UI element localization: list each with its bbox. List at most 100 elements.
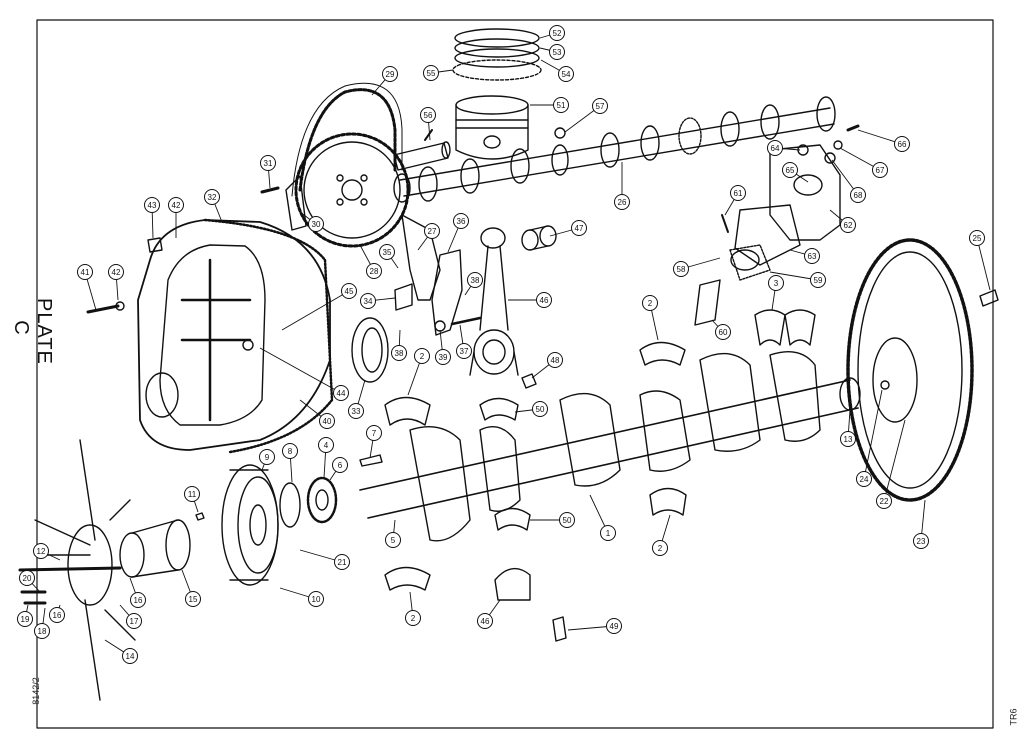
callout-16: 16 bbox=[130, 592, 146, 608]
oil-thrower bbox=[279, 482, 301, 528]
callout-37: 37 bbox=[456, 343, 472, 359]
callout-67: 67 bbox=[872, 162, 888, 178]
callout-bubble bbox=[673, 261, 689, 277]
tensioner-body bbox=[431, 249, 463, 336]
callout-number: 17 bbox=[130, 617, 139, 626]
callout-bubble bbox=[549, 44, 565, 60]
callout-38: 38 bbox=[391, 345, 407, 361]
callout-number: 30 bbox=[312, 220, 321, 229]
callout-bubble bbox=[549, 25, 565, 41]
callout-bubble bbox=[122, 648, 138, 664]
callout-bubble bbox=[420, 107, 436, 123]
camshaft bbox=[393, 96, 836, 203]
callout-65: 65 bbox=[782, 162, 798, 178]
callout-32: 32 bbox=[204, 189, 220, 205]
callout-bubble bbox=[348, 403, 364, 419]
callout-12: 12 bbox=[33, 543, 49, 559]
callout-bubble bbox=[600, 525, 616, 541]
callout-bubble bbox=[894, 136, 910, 152]
callout-bubble bbox=[385, 532, 401, 548]
callout-number: 40 bbox=[323, 417, 332, 426]
callout-38: 38 bbox=[467, 272, 483, 288]
callout-number: 59 bbox=[814, 276, 823, 285]
callout-60: 60 bbox=[715, 324, 731, 340]
callout-number: 19 bbox=[21, 615, 30, 624]
callout-number: 5 bbox=[391, 536, 396, 545]
callout-number: 9 bbox=[265, 453, 270, 462]
callout-number: 18 bbox=[38, 627, 47, 636]
bolt-37 bbox=[450, 316, 482, 326]
callout-50: 50 bbox=[559, 512, 575, 528]
callout-number: 62 bbox=[844, 221, 853, 230]
callout-1: 1 bbox=[600, 525, 616, 541]
callout-bubble bbox=[282, 443, 298, 459]
callout-bubble bbox=[126, 613, 142, 629]
callout-bubble bbox=[872, 162, 888, 178]
callout-20: 20 bbox=[19, 570, 35, 586]
callout-number: 65 bbox=[786, 166, 795, 175]
callout-bubble bbox=[379, 244, 395, 260]
callout-bubble bbox=[33, 543, 49, 559]
callout-bubble bbox=[424, 223, 440, 239]
callout-bubble bbox=[456, 343, 472, 359]
callout-number: 16 bbox=[53, 611, 62, 620]
circlip bbox=[554, 127, 566, 139]
camshaft-sprocket bbox=[294, 132, 410, 248]
leader-line-45 bbox=[281, 290, 350, 331]
callout-number: 32 bbox=[208, 193, 217, 202]
callout-number: 41 bbox=[81, 268, 90, 277]
washer-42 bbox=[115, 301, 125, 311]
callout-bubble bbox=[144, 197, 160, 213]
callout-number: 38 bbox=[471, 276, 480, 285]
callout-bubble bbox=[333, 385, 349, 401]
callout-number: 29 bbox=[386, 70, 395, 79]
callout-number: 45 bbox=[345, 287, 354, 296]
callout-number: 63 bbox=[808, 252, 817, 261]
callout-bubble bbox=[423, 65, 439, 81]
callout-7: 7 bbox=[366, 425, 382, 441]
callout-4: 4 bbox=[318, 437, 334, 453]
callout-number: 23 bbox=[917, 537, 926, 546]
callout-number: 12 bbox=[37, 547, 46, 556]
bearing-shell-lower-2d bbox=[384, 566, 431, 591]
callout-number: 47 bbox=[575, 224, 584, 233]
callout-bubble bbox=[642, 295, 658, 311]
callout-35: 35 bbox=[379, 244, 395, 260]
callout-number: 60 bbox=[719, 328, 728, 337]
callout-number: 31 bbox=[264, 159, 273, 168]
callout-number: 49 bbox=[610, 622, 619, 631]
crankshaft-sprocket bbox=[306, 476, 338, 524]
callout-14: 14 bbox=[122, 648, 138, 664]
bolt-31 bbox=[260, 186, 280, 194]
callout-number: 36 bbox=[457, 217, 466, 226]
callout-bubble bbox=[559, 512, 575, 528]
callout-13: 13 bbox=[840, 431, 856, 447]
callout-number: 24 bbox=[860, 475, 869, 484]
conrod-nut bbox=[521, 373, 537, 389]
callout-49: 49 bbox=[606, 618, 622, 634]
callout-27: 27 bbox=[424, 223, 440, 239]
callout-number: 66 bbox=[898, 140, 907, 149]
callout-number: 35 bbox=[383, 248, 392, 257]
leader-line-59 bbox=[769, 271, 819, 281]
flywheel bbox=[846, 238, 974, 502]
callout-number: 33 bbox=[352, 407, 361, 416]
bolt-49 bbox=[552, 616, 567, 642]
callout-number: 21 bbox=[338, 558, 347, 567]
callout-number: 1 bbox=[606, 529, 611, 538]
callout-number: 52 bbox=[553, 29, 562, 38]
callout-2: 2 bbox=[642, 295, 658, 311]
callout-bubble bbox=[856, 471, 872, 487]
front-oil-seal bbox=[351, 317, 389, 383]
callout-bubble bbox=[168, 197, 184, 213]
callout-bubble bbox=[77, 264, 93, 280]
key-7 bbox=[359, 454, 383, 467]
callout-bubble bbox=[840, 431, 856, 447]
nut-43 bbox=[147, 237, 163, 253]
callout-number: 22 bbox=[880, 497, 889, 506]
callout-bubble bbox=[547, 352, 563, 368]
callout-bubble bbox=[558, 66, 574, 82]
callout-bubble bbox=[592, 98, 608, 114]
timing-cover bbox=[137, 218, 334, 454]
